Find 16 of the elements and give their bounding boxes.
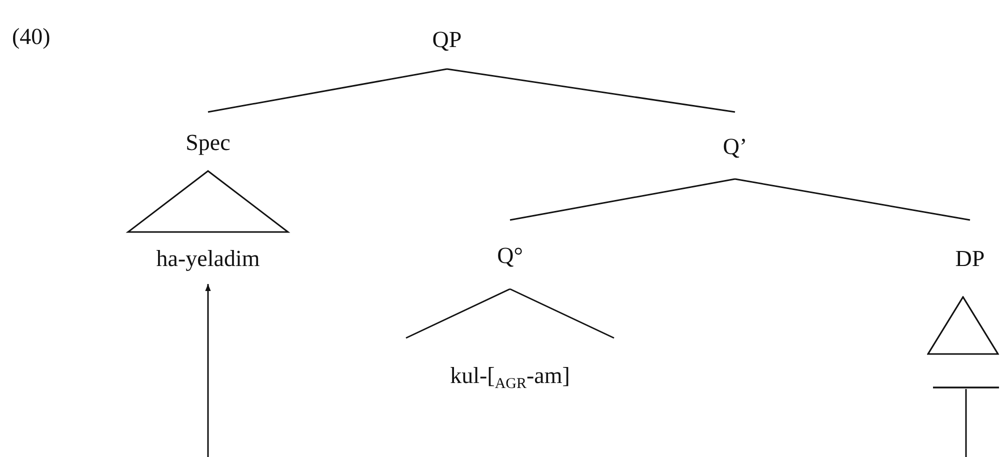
branch-line	[510, 178, 736, 221]
movement-arrow	[205, 284, 211, 457]
vertical-line	[965, 389, 967, 457]
example-number: (40)	[12, 24, 50, 50]
branch-line	[734, 178, 970, 221]
tree-label: DP	[955, 246, 985, 270]
tree-label: QP	[432, 28, 462, 50]
tree-label: Q°	[497, 244, 523, 266]
branch-line	[208, 68, 448, 113]
triangle-branch	[126, 170, 290, 233]
tree-label: ha-yeladim	[156, 246, 260, 270]
tree-label: Q’	[722, 134, 748, 158]
tree-label: Spec	[186, 130, 230, 154]
roof-branch	[405, 288, 615, 339]
tree-label: kul-[$_{AGR}$-am]	[450, 364, 570, 386]
branch-line	[446, 68, 736, 113]
